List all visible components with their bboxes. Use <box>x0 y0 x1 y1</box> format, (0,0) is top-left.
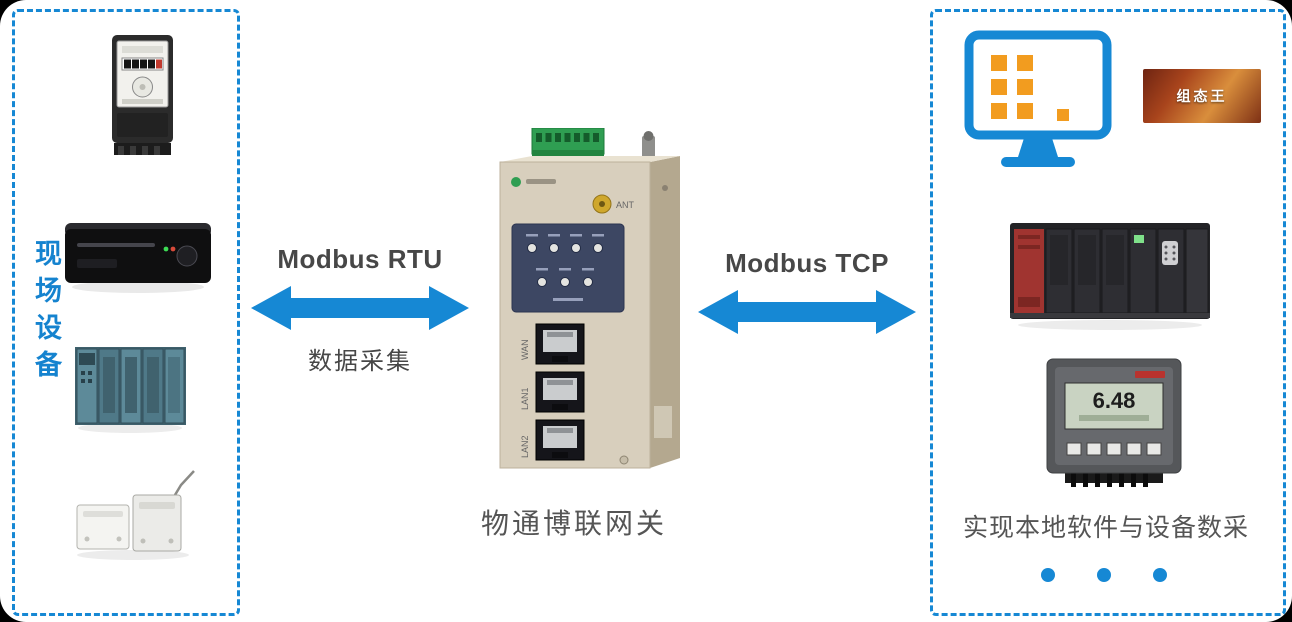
scada-software-photo-text: 组态王 <box>1176 88 1228 104</box>
dot-icon <box>1153 568 1167 582</box>
right-link-block: Modbus TCP <box>697 248 917 335</box>
gateway-port-label-lan1: LAN1 <box>520 387 530 410</box>
software-monitor-icon <box>964 30 1112 167</box>
left-link-block: Modbus RTU 数据采集 <box>250 244 470 376</box>
door-sensors-image <box>76 470 195 560</box>
plc-module-stack-image <box>75 347 186 433</box>
gateway-port-label-wan: WAN <box>520 339 530 360</box>
double-arrow-left-icon <box>251 286 469 330</box>
gateway-port-label-lan2: LAN2 <box>520 435 530 458</box>
field-devices-label: 现场设备 <box>31 238 61 387</box>
data-collection-label: 数据采集 <box>308 348 412 375</box>
gateway-caption: 物通博联网关 <box>480 508 667 539</box>
dot-icon <box>1041 568 1055 582</box>
ellipsis-dots <box>1041 568 1167 582</box>
mobile-dvr-image <box>65 223 211 293</box>
electric-meter-image <box>112 35 173 155</box>
gateway-device-image: ANT WAN LAN1 LAN2 <box>499 128 680 469</box>
panel-meter-display: 6.48 <box>1093 388 1136 413</box>
local-software-group-box: 组态王 <box>930 9 1286 616</box>
panel-meter-image: 6.48 <box>1046 358 1182 487</box>
scada-software-photo: 组态王 <box>1143 69 1261 123</box>
gateway-ant-label: ANT <box>616 200 635 210</box>
modbus-tcp-label: Modbus TCP <box>725 248 889 278</box>
right-panel-caption: 实现本地软件与设备数采 <box>962 514 1249 542</box>
dot-icon <box>1097 568 1111 582</box>
modbus-rtu-label: Modbus RTU <box>277 244 443 274</box>
plc-rack-image <box>1010 223 1210 330</box>
field-devices-group-box: 现场设备 <box>12 9 240 616</box>
double-arrow-right-icon <box>698 290 916 334</box>
